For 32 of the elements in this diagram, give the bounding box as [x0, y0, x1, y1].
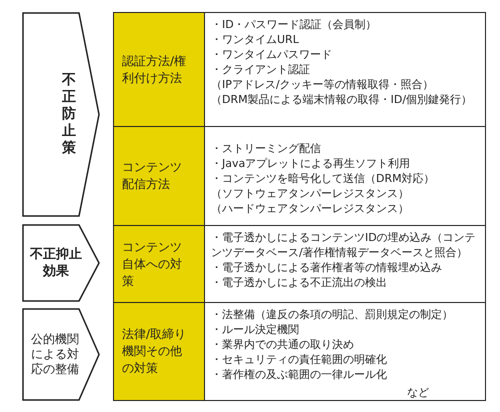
category-cell: コンテンツ自体への対策 — [113, 225, 205, 303]
list-item: ・業界内での共通の取り決め — [211, 337, 355, 352]
list-item: （IPアドレス/クッキー等の情報取得・照合） — [211, 77, 435, 92]
list-item: （ハードウェアタンパーレジスタンス） — [211, 201, 410, 216]
list-item: ・Javaアプレットによる再生ソフト利用 — [211, 156, 412, 171]
arrow-label: 不正防止策 — [60, 72, 77, 157]
list-item: ・コンテンツを暗号化して送信（DRM対応） — [211, 171, 436, 186]
chevron-arrow-box — [22, 224, 100, 302]
list-item: ・電子透かしによるコンテンツIDの埋め込み（コンテンツデータベース/著作権情報データベースと照合） — [211, 230, 477, 260]
list-item: ・セキュリティの責任範囲の明確化 — [211, 352, 388, 367]
category-cell: 法律/取締り機関その他の対策 — [113, 302, 205, 401]
measures-cell — [204, 12, 486, 127]
list-item: ・ワンタイムパスワード — [211, 47, 333, 62]
list-item: ・ルール決定機関 — [211, 322, 300, 337]
list-item: など — [406, 385, 430, 400]
arrow-label: 公的機関による対応の整備 — [30, 332, 80, 377]
list-item: ・ID・パスワード認証（会員制） — [211, 17, 378, 32]
measures-cell — [204, 302, 486, 401]
arrow-label: 不正抑止効果 — [30, 246, 82, 280]
chevron-arrow-box — [22, 308, 100, 401]
category-cell: コンテンツ配信方法 — [113, 126, 205, 226]
list-item: ・ワンタイムURL — [211, 32, 300, 47]
list-item: ・電子透かしによる著作権者等の情報埋め込み — [211, 260, 443, 275]
category-cell: 認証方法/権利付け方法 — [113, 12, 205, 127]
list-item: ・ストリーミング配信 — [211, 141, 322, 156]
list-item: ・クライアント認証 — [211, 62, 311, 77]
list-item: ・電子透かしによる不正流出の検出 — [211, 275, 388, 290]
list-item: ・法整備（違反の条項の明記、罰則規定の制定） — [211, 307, 454, 322]
list-item: （ソフトウェアタンパーレジスタンス） — [211, 186, 410, 201]
list-item: ・著作権の及ぶ範囲の一律ルール化 — [211, 367, 388, 382]
list-item: （DRM製品による端末情報の取得・ID/個別鍵発行） — [211, 92, 474, 107]
chevron-arrow-box — [22, 12, 100, 217]
